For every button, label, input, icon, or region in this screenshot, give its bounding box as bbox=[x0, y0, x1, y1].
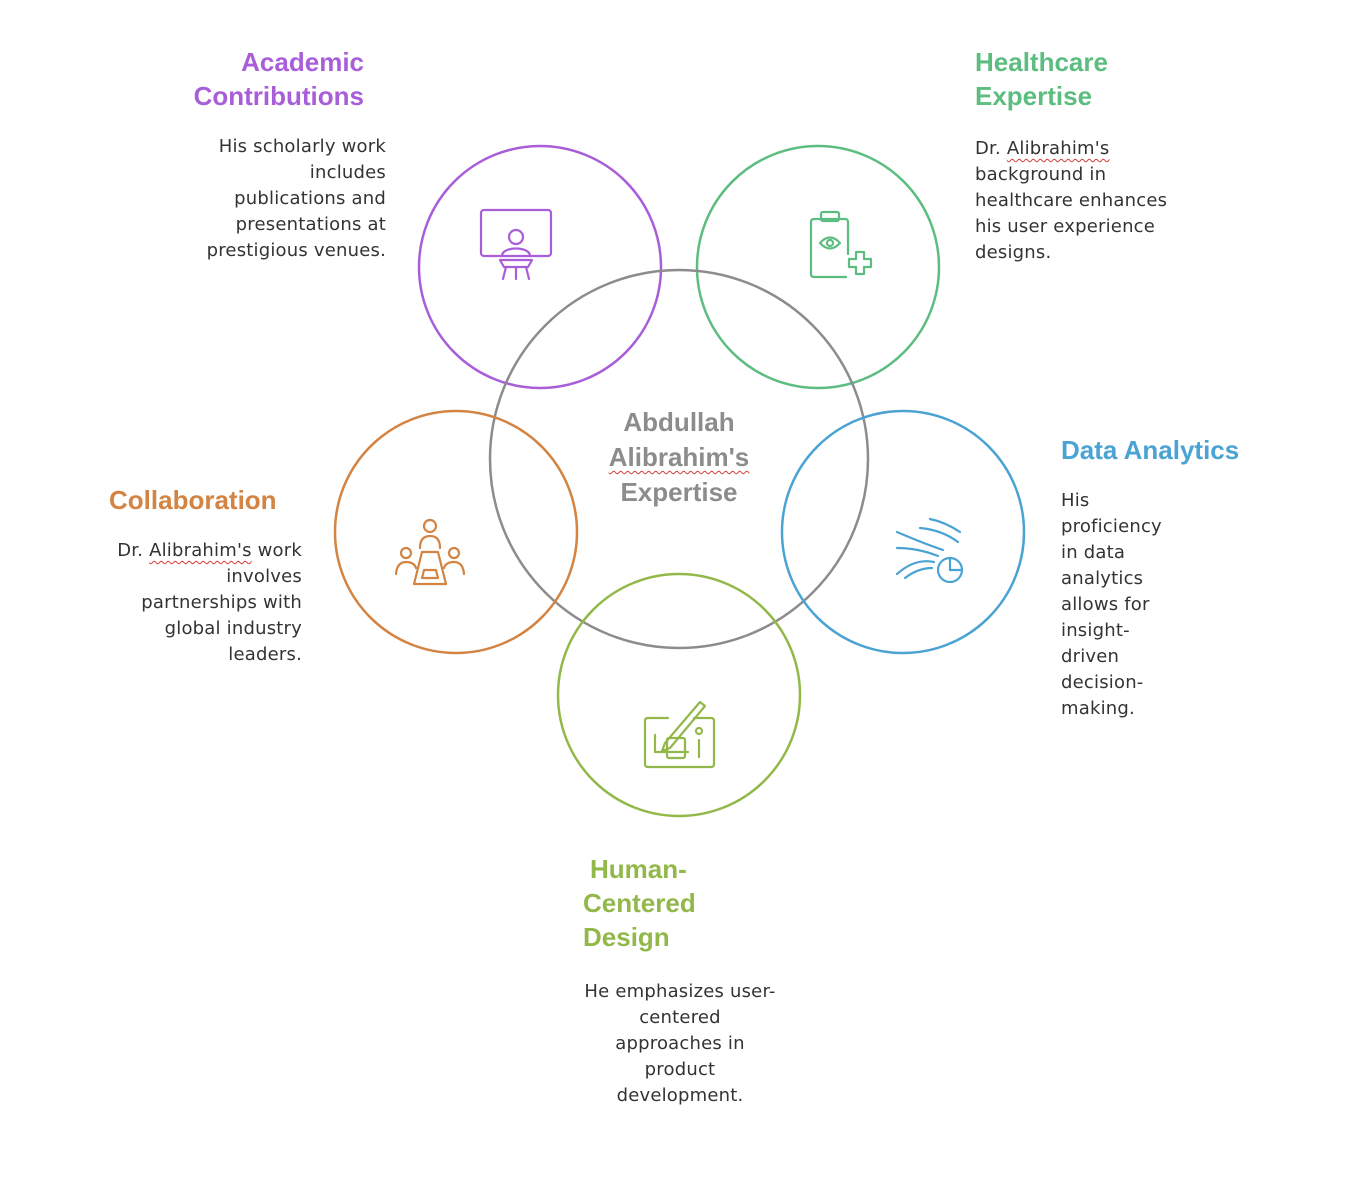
center-line-1: Abdullah bbox=[623, 407, 735, 437]
design-tablet-pen-icon bbox=[643, 700, 716, 769]
healthcare-desc-line-4: his user experience bbox=[975, 216, 1156, 237]
data-desc-line-6: insight- bbox=[1061, 620, 1130, 641]
collaboration-title: Collaboration bbox=[109, 483, 329, 517]
data-analytics-title: Data Analytics bbox=[1061, 433, 1301, 467]
healthcare-desc-line-3: healthcare enhances bbox=[975, 190, 1168, 211]
circle-center bbox=[488, 268, 870, 650]
data-flow-pie-icon bbox=[895, 517, 964, 584]
circle-collaboration bbox=[333, 409, 579, 655]
data-desc-line-2: proficiency bbox=[1061, 516, 1162, 537]
collaboration-desc-tail: work bbox=[251, 540, 302, 561]
academic-description: His scholarly work includes publications… bbox=[150, 134, 386, 264]
center-line-2: Alibrahim's bbox=[608, 442, 750, 472]
collaboration-desc-line-3: partnerships with bbox=[141, 592, 302, 613]
team-meeting-icon bbox=[394, 518, 466, 586]
center-label: Abdullah Alibrahim's Expertise bbox=[579, 405, 779, 510]
data-analytics-description: His proficiency in data analytics allows… bbox=[1061, 488, 1261, 722]
healthcare-title-line-1: Healthcare bbox=[975, 47, 1108, 77]
collaboration-description: Dr. Alibrahim's work involves partnershi… bbox=[80, 538, 302, 668]
academic-desc-line-4: presentations at bbox=[235, 214, 386, 235]
data-desc-line-1: His bbox=[1061, 490, 1090, 511]
presentation-podium-icon bbox=[479, 208, 553, 281]
healthcare-description: Dr. Alibrahim's background in healthcare… bbox=[975, 136, 1235, 266]
data-desc-line-5: allows for bbox=[1061, 594, 1150, 615]
data-desc-line-3: in data bbox=[1061, 542, 1126, 563]
human-desc-line-3: approaches in bbox=[615, 1033, 745, 1054]
circle-healthcare bbox=[695, 144, 941, 390]
healthcare-title: Healthcare Expertise bbox=[975, 45, 1235, 113]
data-desc-line-8: decision- bbox=[1061, 672, 1144, 693]
academic-title-line-1: Academic bbox=[241, 47, 364, 77]
data-desc-line-4: analytics bbox=[1061, 568, 1144, 589]
collaboration-desc-line-2: involves bbox=[226, 566, 302, 587]
collaboration-title-line-1: Collaboration bbox=[109, 485, 277, 515]
human-desc-line-4: product bbox=[644, 1059, 716, 1080]
circle-data-analytics bbox=[780, 409, 1026, 655]
human-centered-title: Human- Centered Design bbox=[583, 852, 783, 954]
academic-desc-line-5: prestigious venues. bbox=[206, 240, 386, 261]
human-desc-line-1: He emphasizes user- bbox=[584, 981, 776, 1002]
human-title-line-3: Design bbox=[583, 922, 670, 952]
collaboration-desc-line-4: global industry bbox=[164, 618, 302, 639]
center-line-3: Expertise bbox=[620, 477, 738, 507]
healthcare-title-line-2: Expertise bbox=[975, 81, 1093, 111]
data-desc-line-9: making. bbox=[1061, 698, 1135, 719]
academic-title-line-2: Contributions bbox=[193, 81, 364, 111]
academic-desc-line-2: includes bbox=[309, 162, 386, 183]
circle-human-centered bbox=[556, 572, 802, 818]
academic-title: Academic Contributions bbox=[150, 45, 364, 113]
healthcare-desc-line-5: designs. bbox=[975, 242, 1052, 263]
healthcare-desc-name: Alibrahim's bbox=[1006, 138, 1110, 159]
academic-desc-line-1: His scholarly work bbox=[218, 136, 386, 157]
human-title-line-1: Human- bbox=[590, 854, 687, 884]
human-title-line-2: Centered bbox=[583, 888, 696, 918]
collaboration-desc-line-5: leaders. bbox=[228, 644, 302, 665]
medical-clipboard-eye-icon bbox=[809, 210, 873, 279]
data-analytics-title-line-1: Data Analytics bbox=[1061, 435, 1240, 465]
circle-academic bbox=[417, 144, 663, 390]
academic-desc-line-3: publications and bbox=[234, 188, 386, 209]
healthcare-desc-line-2: background in bbox=[975, 164, 1107, 185]
collaboration-desc-lead: Dr. bbox=[117, 540, 150, 561]
human-centered-description: He emphasizes user- centered approaches … bbox=[560, 979, 800, 1109]
healthcare-desc-lead: Dr. bbox=[975, 138, 1007, 159]
human-desc-line-2: centered bbox=[639, 1007, 721, 1028]
human-desc-line-5: development. bbox=[616, 1085, 744, 1106]
data-desc-line-7: driven bbox=[1061, 646, 1120, 667]
collaboration-desc-name: Alibrahim's bbox=[149, 540, 252, 561]
